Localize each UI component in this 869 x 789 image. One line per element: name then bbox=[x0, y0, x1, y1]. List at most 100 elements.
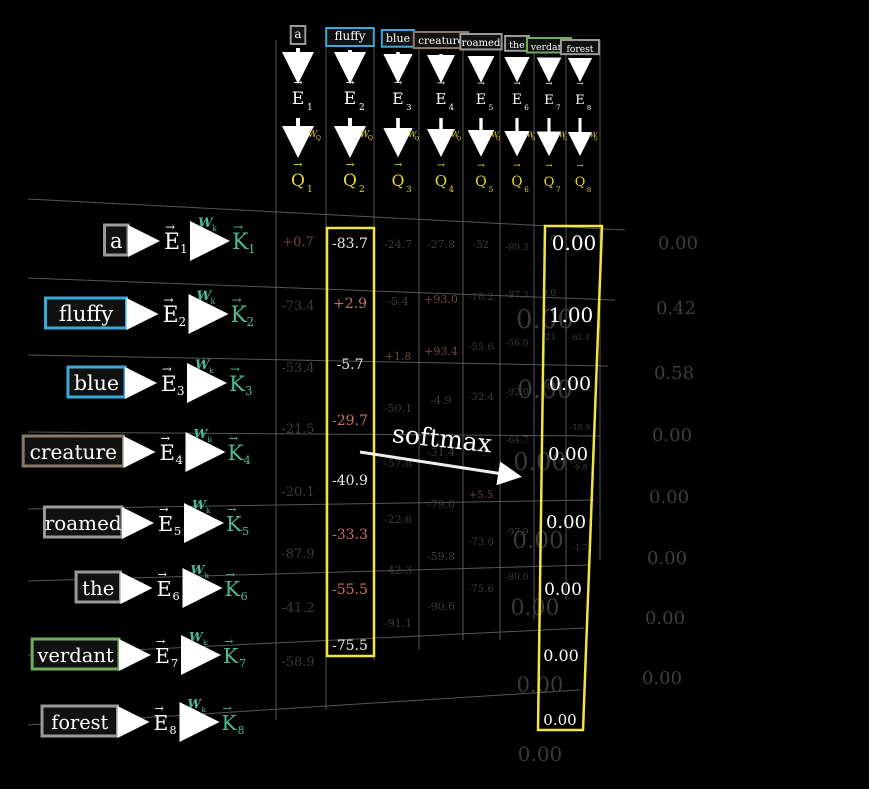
query-weight-label: W bbox=[491, 130, 500, 139]
query-2-score-cell: -29.7 bbox=[332, 413, 368, 429]
embedding-symbol: E bbox=[544, 93, 554, 108]
score-cell: -21.5 bbox=[281, 422, 314, 437]
key-subscript: 3 bbox=[245, 384, 252, 398]
ghost-softmax-value: 0.00 bbox=[511, 596, 560, 621]
score-cell: 1.0 bbox=[542, 235, 557, 245]
row-embedding-symbol: E bbox=[163, 303, 179, 328]
score-cell: -5.4 bbox=[387, 295, 408, 308]
column-word-box bbox=[559, 39, 601, 56]
score-cell: -79.0 bbox=[427, 498, 455, 511]
key-weight-label: W bbox=[198, 216, 214, 231]
embedding-subscript: 7 bbox=[556, 103, 560, 112]
query-weight-label: W bbox=[559, 130, 567, 139]
embedding-symbol: E bbox=[512, 92, 522, 108]
embedding-symbol: E bbox=[476, 92, 486, 108]
grid-row-line bbox=[27, 277, 616, 301]
score-cell: -21 bbox=[542, 333, 557, 343]
column-word-label: verdant bbox=[530, 42, 568, 53]
score-cells: +0.7-73.4-53.4-21.5-20.1-87.9-41.2-58.9-… bbox=[281, 235, 590, 670]
query-weight-subscript: Q bbox=[563, 136, 567, 142]
softmax-values: 0.001.000.000.000.000.000.000.00 bbox=[543, 231, 596, 729]
score-cell: -59.8 bbox=[427, 550, 455, 563]
query-2-score-cell: -33.3 bbox=[332, 527, 368, 543]
query-weight-subscript: Q bbox=[415, 136, 420, 142]
query-weight-label: W bbox=[408, 129, 418, 139]
key-weight-label: W bbox=[194, 426, 210, 441]
query-weight-label: W bbox=[360, 130, 370, 140]
right-column-value: 0.00 bbox=[658, 233, 698, 254]
query-2-score-cell: -75.5 bbox=[332, 638, 368, 654]
row-embedding-subscript: 8 bbox=[170, 724, 177, 737]
row-word-label: a bbox=[110, 229, 123, 253]
query-2-score-cell: -5.7 bbox=[337, 357, 364, 373]
query-weight-subscript: Q bbox=[457, 136, 462, 142]
embedding-symbol: E bbox=[392, 89, 403, 108]
vector-arrow-icon: → bbox=[224, 635, 233, 648]
column-word-label: the bbox=[509, 40, 525, 51]
softmax-arrow bbox=[359, 450, 522, 486]
softmax-value: 0.00 bbox=[552, 231, 597, 255]
query-weight-label: W bbox=[590, 131, 598, 139]
key-symbol: K bbox=[222, 711, 238, 735]
score-cell: -42.3 bbox=[384, 564, 412, 577]
vector-arrow-icon: → bbox=[158, 568, 168, 581]
softmax-value: 1.00 bbox=[549, 303, 594, 327]
vector-arrow-icon: → bbox=[394, 78, 403, 89]
column-word-box bbox=[459, 33, 503, 51]
vector-arrow-icon: → bbox=[545, 79, 552, 89]
score-cell: -56.0 bbox=[505, 339, 528, 349]
vector-arrow-icon: → bbox=[545, 161, 552, 171]
column-word-label: creature bbox=[418, 35, 464, 47]
score-cell: -50.1 bbox=[384, 402, 412, 415]
key-subscript: 1 bbox=[248, 242, 256, 256]
row-embedding-subscript: 2 bbox=[179, 315, 187, 329]
query-2-score-cell: -40.9 bbox=[332, 473, 368, 489]
score-cell: -31.4 bbox=[427, 446, 455, 459]
embedding-subscript: 4 bbox=[449, 103, 454, 112]
key-subscript: 8 bbox=[238, 724, 245, 737]
right-column-value: 0.00 bbox=[642, 668, 682, 689]
row-word-label: fluffy bbox=[59, 302, 113, 326]
row-embedding-symbol: E bbox=[158, 512, 173, 536]
embedding-subscript: 6 bbox=[524, 103, 529, 112]
key-subscript: 4 bbox=[244, 453, 251, 467]
score-cell: -90.6 bbox=[427, 600, 455, 613]
column-word-label: forest bbox=[567, 45, 594, 55]
vector-arrow-icon: → bbox=[223, 702, 232, 715]
right-column-value: 0.00 bbox=[645, 608, 685, 629]
query-weight-subscript: Q bbox=[531, 136, 535, 142]
vector-arrow-icon: → bbox=[577, 160, 584, 170]
right-column-value: 0.58 bbox=[654, 363, 694, 384]
row-embedding-symbol: E bbox=[157, 577, 172, 601]
row-embedding-subscript: 1 bbox=[180, 242, 188, 256]
key-symbol: K bbox=[226, 512, 242, 536]
query-2-score-cell: -83.7 bbox=[332, 236, 368, 252]
column-word-label: fluffy bbox=[334, 29, 365, 43]
row-embedding-symbol: E bbox=[161, 372, 177, 397]
row-embedding-symbol: E bbox=[164, 230, 180, 255]
right-column-value: 0.00 bbox=[652, 425, 692, 446]
query-symbol: Q bbox=[343, 171, 357, 191]
key-weight-subscript: k bbox=[209, 366, 214, 375]
vector-arrow-icon: → bbox=[345, 76, 354, 89]
query-subscript: 2 bbox=[359, 185, 365, 195]
score-cell: -75.6 bbox=[468, 584, 494, 595]
score-cell: -91.1 bbox=[384, 617, 412, 630]
column-word-label: a bbox=[294, 27, 301, 41]
query-subscript: 4 bbox=[449, 185, 454, 194]
query-subscript: 1 bbox=[307, 185, 313, 195]
row-embedding-symbol: E bbox=[160, 440, 175, 465]
vector-arrow-icon: → bbox=[293, 76, 302, 89]
vector-arrow-icon: → bbox=[513, 161, 521, 171]
row-word-box bbox=[44, 296, 128, 330]
vector-arrow-icon: → bbox=[513, 79, 521, 89]
score-cell: 0.0 bbox=[542, 289, 557, 299]
key-subscript: 6 bbox=[241, 590, 248, 603]
